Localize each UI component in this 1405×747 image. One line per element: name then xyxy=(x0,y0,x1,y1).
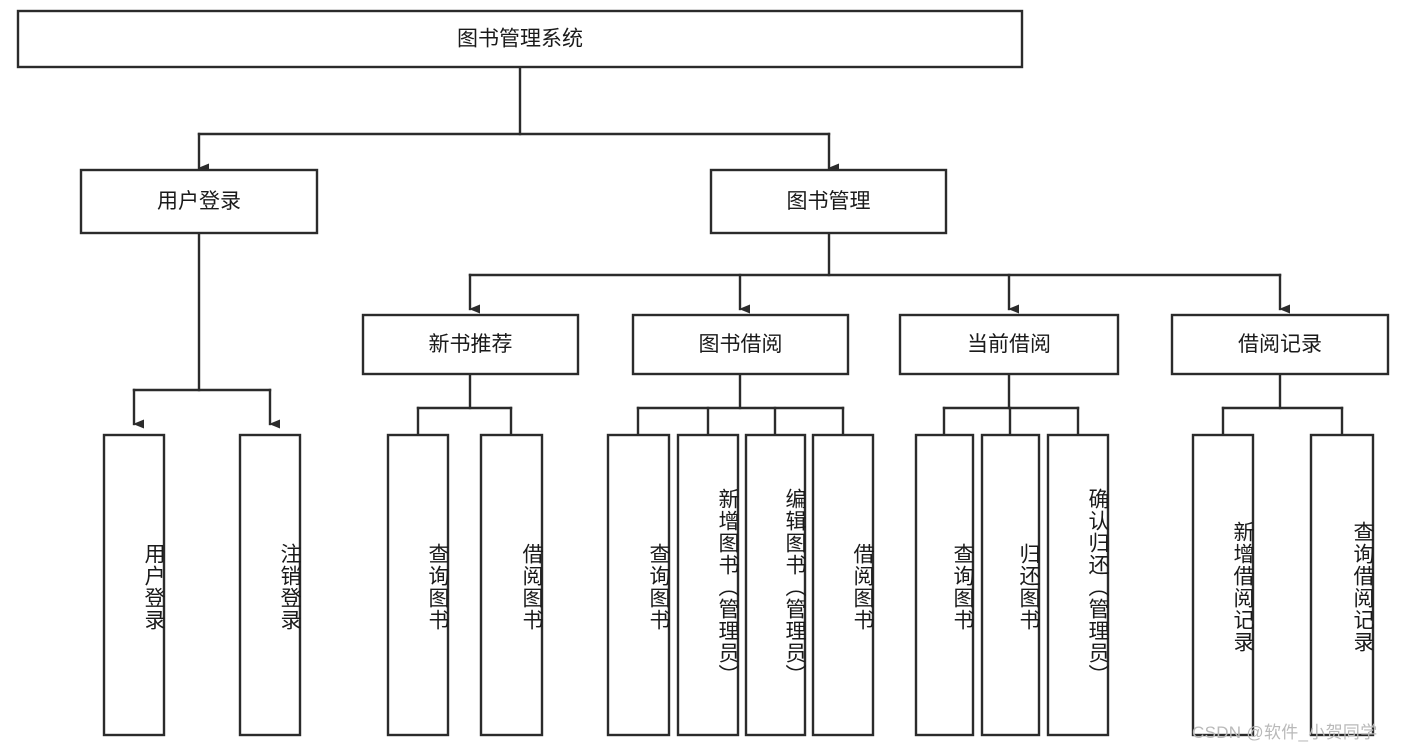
node-leaf-11[interactable] xyxy=(1191,433,1255,737)
node-leaf-12[interactable] xyxy=(1309,433,1375,737)
node-level1-0[interactable] xyxy=(79,168,319,235)
node-level2-1-label: 图书借阅 xyxy=(699,333,783,356)
node-level2-0-label: 新书推荐 xyxy=(429,333,513,356)
node-leaf-0[interactable] xyxy=(102,433,166,737)
node-level2-2[interactable] xyxy=(898,313,1120,376)
node-boxes xyxy=(16,9,1390,737)
connector-edges xyxy=(132,65,1352,447)
node-level2-2-label: 当前借阅 xyxy=(967,333,1051,356)
node-leaf-1[interactable] xyxy=(238,433,302,737)
node-leaf-7[interactable] xyxy=(811,433,875,737)
node-leaf-8[interactable] xyxy=(914,433,975,737)
node-root-system-label: 图书管理系统 xyxy=(457,28,583,51)
node-level2-3[interactable] xyxy=(1170,313,1390,376)
node-leaf-10[interactable] xyxy=(1046,433,1110,737)
node-level1-1[interactable] xyxy=(709,168,948,235)
node-leaf-6[interactable] xyxy=(744,433,807,737)
node-level1-1-label: 图书管理 xyxy=(787,190,871,213)
node-level2-1[interactable] xyxy=(631,313,850,376)
node-level2-3-label: 借阅记录 xyxy=(1238,333,1322,356)
node-leaf-4[interactable] xyxy=(606,433,671,737)
node-level2-0[interactable] xyxy=(361,313,580,376)
node-root-system[interactable] xyxy=(16,9,1024,69)
node-leaf-9[interactable] xyxy=(980,433,1041,737)
node-leaf-2[interactable] xyxy=(386,433,450,737)
csdn-watermark: CSDN @软件_小贺同学 xyxy=(1192,723,1378,742)
node-leaf-5[interactable] xyxy=(676,433,740,737)
node-leaf-3[interactable] xyxy=(479,433,544,737)
node-level1-0-label: 用户登录 xyxy=(157,190,241,213)
